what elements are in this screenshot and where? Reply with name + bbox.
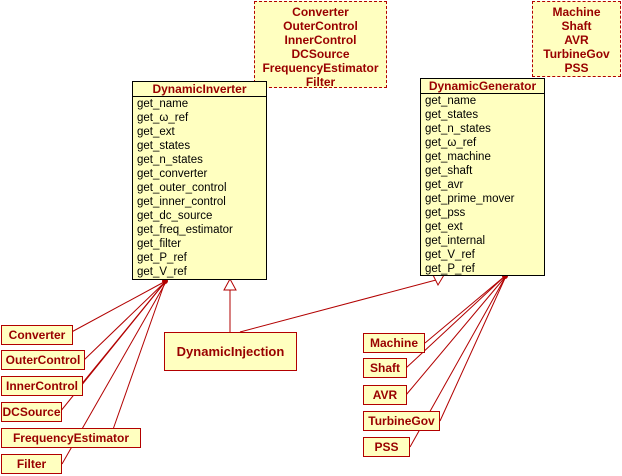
- method: get_internal: [425, 235, 486, 247]
- note-item: OuterControl: [283, 19, 358, 33]
- inverter-components-note: Converter OuterControl InnerControl DCSo…: [254, 1, 387, 89]
- note-item: TurbineGov: [543, 47, 610, 61]
- method: get_n_states: [137, 154, 203, 166]
- method: get_V_ref: [137, 266, 187, 278]
- method: get_states: [137, 140, 191, 152]
- method: get_avr: [425, 179, 464, 191]
- method: get_machine: [425, 151, 491, 163]
- method: get_shaft: [425, 165, 473, 177]
- method: get_freq_estimator: [137, 224, 233, 236]
- note-item: DCSource: [291, 47, 350, 61]
- class-title: DynamicInverter: [133, 82, 266, 97]
- note-item: Shaft: [561, 19, 592, 33]
- inheritance-arrow-inverter: [223, 277, 237, 291]
- method-list: get_name get_ω_ref get_ext get_states ge…: [133, 97, 266, 279]
- note-item: PSS: [564, 61, 589, 75]
- part-converter[interactable]: Converter: [1, 325, 73, 345]
- method: get_name: [137, 98, 189, 110]
- part-turbine-gov[interactable]: TurbineGov: [363, 411, 440, 431]
- note-item: Machine: [552, 5, 601, 19]
- part-machine[interactable]: Machine: [363, 333, 425, 353]
- method: get_inner_control: [137, 196, 226, 208]
- part-dc-source[interactable]: DCSource: [1, 402, 62, 422]
- method: get_ω_ref: [137, 112, 189, 124]
- method: get_P_ref: [425, 263, 475, 275]
- part-pss[interactable]: PSS: [363, 437, 410, 457]
- note-item: Filter: [305, 75, 336, 89]
- dynamic-injection-class[interactable]: DynamicInjection: [164, 332, 297, 371]
- method: get_ext: [425, 221, 463, 233]
- note-item: Converter: [292, 5, 349, 19]
- generator-components-note: Machine Shaft AVR TurbineGov PSS: [532, 1, 621, 77]
- method: get_V_ref: [425, 249, 475, 261]
- part-outer-control[interactable]: OuterControl: [1, 350, 85, 370]
- part-avr[interactable]: AVR: [363, 385, 407, 405]
- class-title: DynamicGenerator: [421, 79, 544, 94]
- method: get_P_ref: [137, 252, 187, 264]
- method-list: get_name get_states get_n_states get_ω_r…: [421, 94, 544, 276]
- method: get_dc_source: [137, 210, 213, 222]
- dynamic-inverter-class[interactable]: DynamicInverter get_name get_ω_ref get_e…: [132, 81, 267, 280]
- part-filter[interactable]: Filter: [1, 454, 62, 474]
- method: get_n_states: [425, 123, 491, 135]
- method: get_converter: [137, 168, 208, 180]
- method: get_pss: [425, 207, 466, 219]
- note-item: InnerControl: [284, 33, 357, 47]
- method: get_ext: [137, 126, 175, 138]
- note-item: AVR: [564, 33, 589, 47]
- dynamic-generator-class[interactable]: DynamicGenerator get_name get_states get…: [420, 78, 545, 276]
- method: get_states: [425, 109, 479, 121]
- method: get_ω_ref: [425, 137, 477, 149]
- part-frequency-estimator[interactable]: FrequencyEstimator: [1, 428, 141, 448]
- method: get_outer_control: [137, 182, 227, 194]
- method: get_name: [425, 95, 477, 107]
- part-shaft[interactable]: Shaft: [363, 358, 407, 378]
- method: get_prime_mover: [425, 193, 515, 205]
- method: get_filter: [137, 238, 182, 250]
- note-item: FrequencyEstimator: [262, 61, 379, 75]
- part-inner-control[interactable]: InnerControl: [1, 376, 83, 396]
- inheritance-line-generator: [239, 279, 437, 333]
